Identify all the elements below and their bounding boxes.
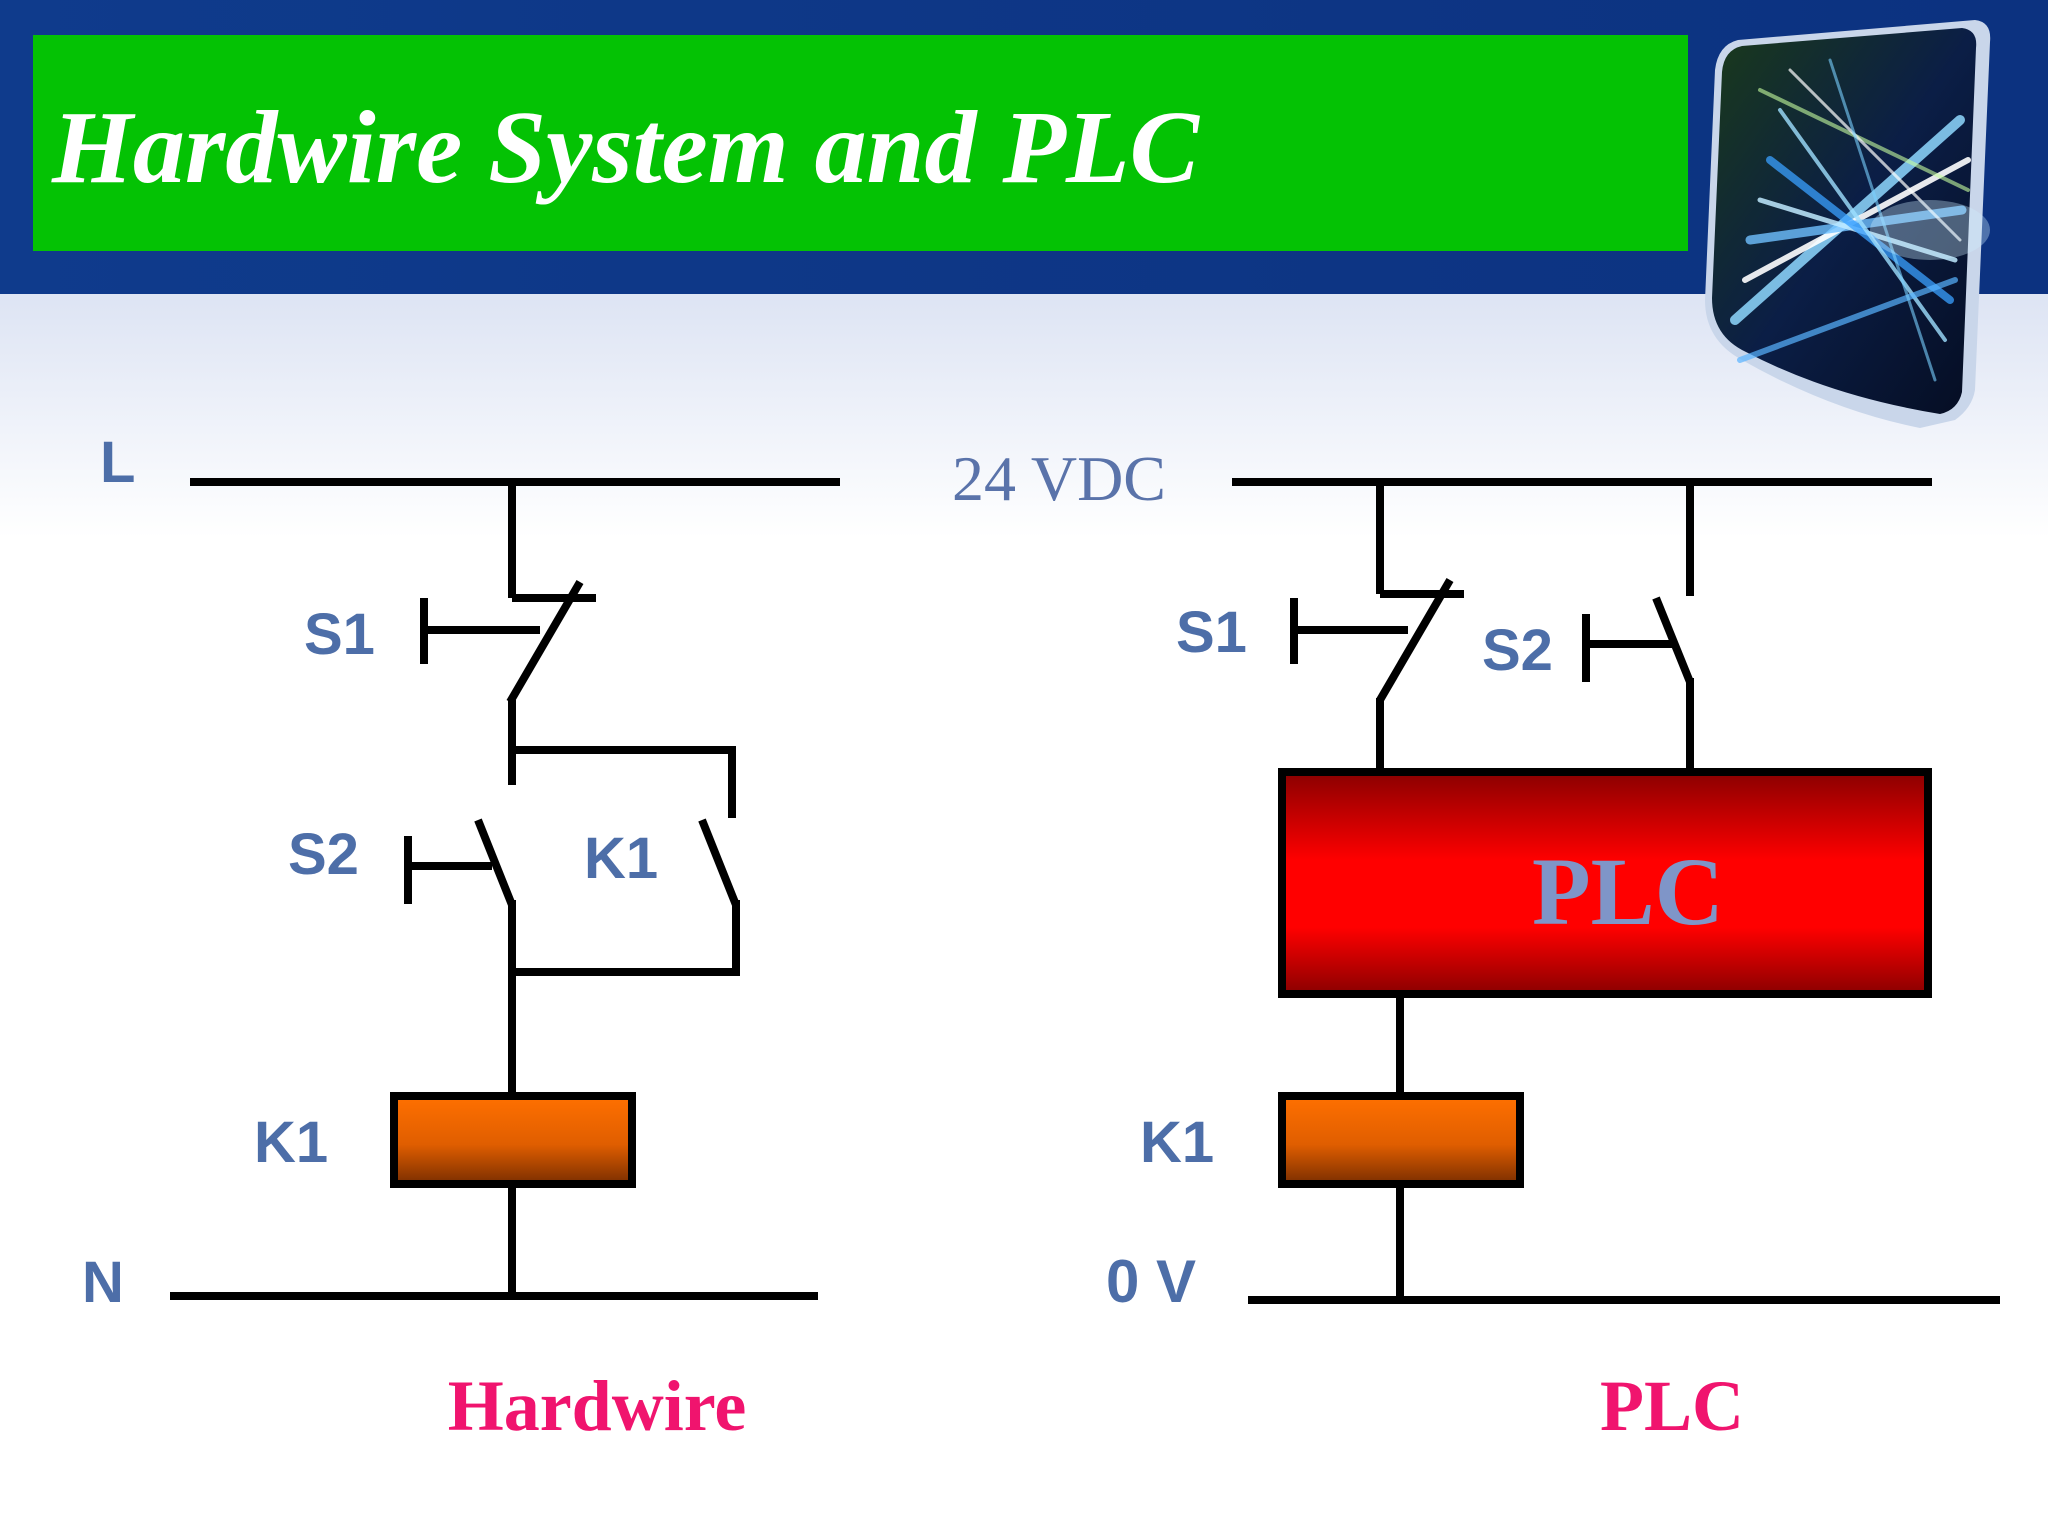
plc-s2-blade xyxy=(1652,596,1694,684)
plc-rail-bottom-label: 0 V xyxy=(1106,1248,1196,1315)
hardwire-rail-top-label: L xyxy=(100,430,135,495)
plc-caption: PLC xyxy=(1600,1366,1744,1446)
plc-rail-top-label: 24 VDC xyxy=(952,443,1166,514)
hardwire-k1-contact-label: K1 xyxy=(584,826,658,891)
plc-coil-k1-label: K1 xyxy=(1140,1110,1214,1175)
plc-s1-blade xyxy=(1376,577,1454,703)
plc-wiring xyxy=(1232,478,2000,1304)
hardwire-s2-blade xyxy=(474,818,516,907)
hardwire-k1-contact-blade xyxy=(698,818,740,907)
plc-diagram: PLC 24 VDC 0 V S1 S2 K1 PLC xyxy=(952,443,2000,1446)
hardwire-s1-label: S1 xyxy=(304,602,375,667)
hardwire-caption: Hardwire xyxy=(448,1366,747,1446)
slide-title: Hardwire System and PLC xyxy=(51,90,1201,205)
light-streak-cube-icon xyxy=(1705,20,1991,428)
hardwire-diagram: L N S1 S2 K1 K1 Hardwire xyxy=(82,430,840,1446)
plc-s2-label: S2 xyxy=(1482,618,1553,683)
hardwire-coil-k1-label: K1 xyxy=(254,1110,328,1175)
title-bar xyxy=(33,35,1688,251)
plc-controller-label: PLC xyxy=(1532,838,1724,945)
hardwire-s2-label: S2 xyxy=(288,822,359,887)
hardwire-rail-bottom-label: N xyxy=(82,1250,124,1315)
plc-coil-k1 xyxy=(1278,1092,1524,1188)
plc-controller-box xyxy=(1278,768,1932,998)
hardwire-s1-blade xyxy=(506,579,584,705)
plc-s1-label: S1 xyxy=(1176,600,1247,665)
hardwire-coil-k1 xyxy=(390,1092,636,1188)
header-divider xyxy=(0,294,2048,300)
hardwire-wiring xyxy=(170,478,840,1300)
